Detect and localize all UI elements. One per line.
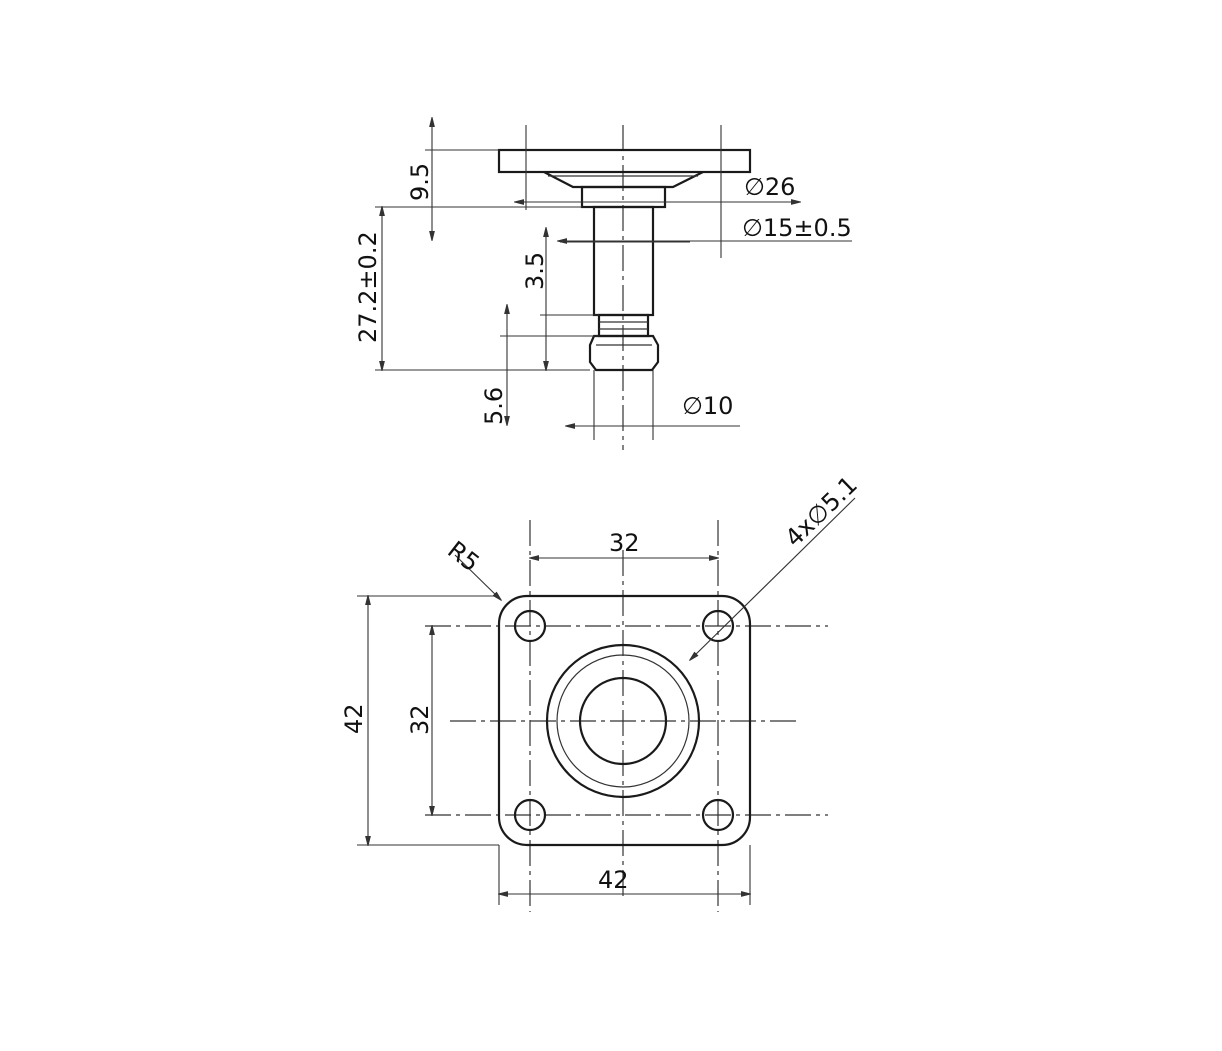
top-view: 32 42 42 32 R5 4x∅5.1 (340, 471, 863, 912)
mounting-hole-bottom-right (701, 798, 735, 832)
middle-ring (556, 654, 690, 788)
label-hole-spacing-y: 32 (406, 704, 434, 735)
leader-corner-radius (454, 554, 501, 600)
side-extension-lines (375, 125, 722, 440)
label-shaft-diameter: ∅15±0.5 (742, 214, 852, 242)
label-hole-spacing-x: 32 (609, 529, 640, 557)
label-flange-diameter: ∅26 (744, 173, 795, 201)
mounting-plate (497, 594, 752, 847)
label-plate-width: 42 (598, 866, 629, 894)
label-flange-height: 9.5 (406, 163, 434, 201)
shaft-tip (588, 334, 660, 372)
inner-bore (578, 676, 668, 766)
label-groove-width: 3.5 (521, 252, 549, 290)
flange-plate (497, 148, 752, 174)
outer-ring (545, 643, 701, 799)
mounting-hole-top-left (513, 609, 547, 643)
label-tip-length: 5.6 (480, 387, 508, 425)
label-total-length: 27.2±0.2 (354, 231, 382, 343)
label-plate-height: 42 (340, 703, 368, 734)
label-corner-radius: R5 (442, 536, 484, 578)
leader-holes (690, 497, 856, 660)
label-tip-diameter: ∅10 (682, 392, 733, 420)
label-holes: 4x∅5.1 (780, 471, 863, 553)
side-view: 9.5 27.2±0.2 3.5 5.6 ∅26 ∅15±0.5 ∅10 (354, 118, 852, 450)
mounting-hole-bottom-left (513, 798, 547, 832)
mounting-hole-top-right (701, 609, 735, 643)
